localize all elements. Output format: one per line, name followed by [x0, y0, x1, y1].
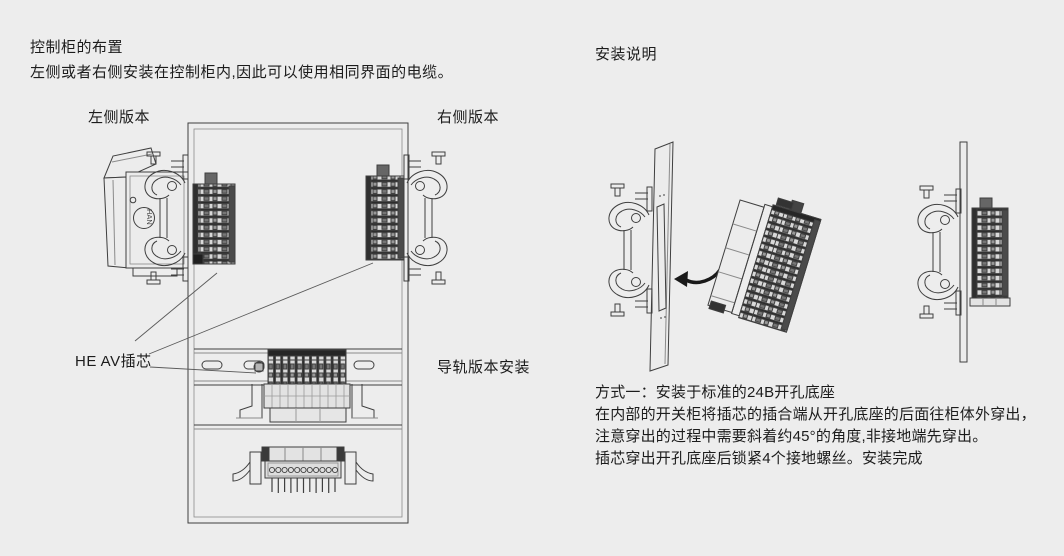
right-version-label: 右侧版本: [437, 109, 500, 126]
han-logo-text: HAN: [145, 209, 154, 225]
left-version-drawing: HAN: [103, 147, 189, 284]
cabinet-outline: [187, 122, 409, 524]
installation-step-line-4: 插芯穿出开孔底座后锁紧4个接地螺丝。安装完成: [595, 450, 923, 467]
left-terminal-block-drawing: [192, 172, 236, 265]
wall-mount-drawing: [918, 141, 1011, 363]
din-rail-drawing: [194, 348, 402, 430]
installation-method-line: 方式一：安装于标准的24B开孔底座: [595, 384, 836, 401]
he-av-insert-label: HE AV插芯: [75, 353, 152, 370]
rotation-arrow-icon: [674, 268, 722, 287]
panel-drawing: [609, 141, 674, 372]
cabinet-layout-description: 左侧或者右侧安装在控制柜内,因此可以使用相同界面的电缆。: [30, 64, 454, 81]
left-version-label: 左侧版本: [88, 109, 151, 126]
installation-step-line-3: 注意穿出的过程中需要斜着约45°的角度,非接地端先穿出。: [595, 428, 988, 445]
leader-lines: [134, 262, 374, 374]
installation-title: 安装说明: [595, 46, 658, 63]
rail-version-label: 导轨版本安装: [437, 359, 531, 376]
right-version-drawing: [365, 152, 447, 284]
cabinet-layout-title: 控制柜的布置: [30, 39, 124, 56]
installation-step-line-2: 在内部的开关柜将插芯的插合端从开孔底座的后面往柜体外穿出，: [595, 406, 1036, 423]
tilted-insert-drawing: [707, 197, 822, 333]
bottom-connector-drawing: [232, 446, 374, 493]
